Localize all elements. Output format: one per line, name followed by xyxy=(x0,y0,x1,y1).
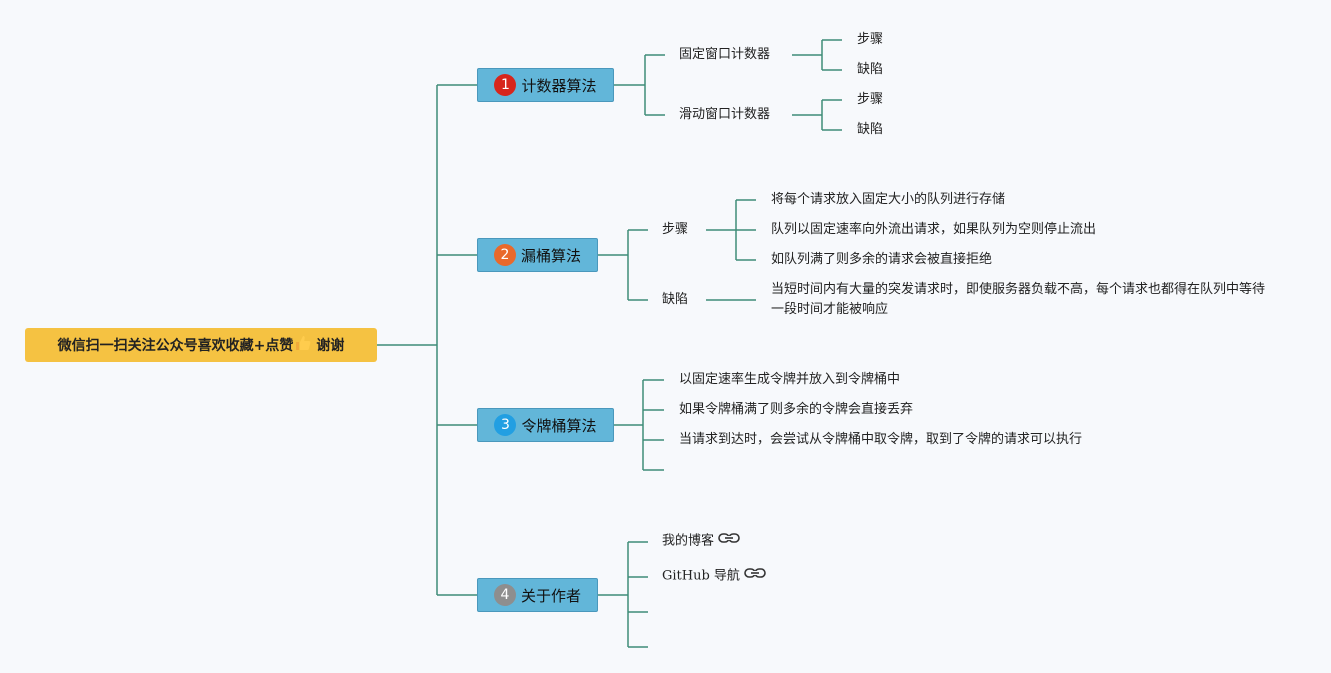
node-leaky-defect-1[interactable]: 当短时间内有大量的突发请求时，即使服务器负载不高，每个请求也都得在队列中等待一段… xyxy=(771,282,1266,317)
node-fixed-window-counter[interactable]: 固定窗口计数器 xyxy=(679,47,771,62)
node-my-blog[interactable]: 我的博客 xyxy=(662,531,740,552)
node-leaky-steps[interactable]: 步骤 xyxy=(662,222,689,237)
node-leaky-step-2[interactable]: 队列以固定速率向外流出请求，如果队列为空则停止流出 xyxy=(771,222,1097,237)
node-fixed-window-defects[interactable]: 缺陷 xyxy=(857,62,884,77)
node-about-author[interactable]: 4 关于作者 xyxy=(477,578,598,612)
node-leaky-step-1[interactable]: 将每个请求放入固定大小的队列进行存储 xyxy=(771,192,1006,207)
node-my-blog-label: 我的博客 xyxy=(662,533,715,549)
node-github-nav-label: GitHub 导航 xyxy=(662,568,740,584)
root-node[interactable]: 微信扫一扫关注公众号喜欢收藏+点赞 谢谢 xyxy=(25,328,377,362)
node-token-bucket[interactable]: 3 令牌桶算法 xyxy=(477,408,614,442)
node-label: 关于作者 xyxy=(520,586,581,605)
node-label: 计数器算法 xyxy=(521,76,597,95)
node-token-item-1[interactable]: 以固定速率生成令牌并放入到令牌桶中 xyxy=(679,372,901,387)
node-sliding-window-counter[interactable]: 滑动窗口计数器 xyxy=(679,107,771,122)
number-badge: 4 xyxy=(493,584,516,606)
node-leaky-step-3[interactable]: 如队列满了则多余的请求会被直接拒绝 xyxy=(771,252,993,267)
number-badge: 3 xyxy=(494,414,517,436)
node-sliding-window-defects[interactable]: 缺陷 xyxy=(857,122,884,137)
number-badge: 2 xyxy=(493,244,516,266)
node-token-item-2[interactable]: 如果令牌桶满了则多余的令牌会直接丢弃 xyxy=(679,402,914,417)
node-leaky-bucket[interactable]: 2 漏桶算法 xyxy=(477,238,598,272)
thumbs-up-icon xyxy=(294,334,312,356)
root-label-after: 谢谢 xyxy=(316,338,345,354)
number-badge: 1 xyxy=(494,74,517,96)
root-label: 微信扫一扫关注公众号喜欢收藏+点赞 xyxy=(57,338,294,354)
node-fixed-window-steps[interactable]: 步骤 xyxy=(857,32,884,47)
node-leaky-defects[interactable]: 缺陷 xyxy=(662,292,689,307)
node-sliding-window-steps[interactable]: 步骤 xyxy=(857,92,884,107)
node-label: 令牌桶算法 xyxy=(521,416,597,435)
node-token-item-3[interactable]: 当请求到达时，会尝试从令牌桶中取令牌，取到了令牌的请求可以执行 xyxy=(679,432,1083,447)
link-icon[interactable] xyxy=(744,566,766,586)
node-label: 漏桶算法 xyxy=(520,246,581,265)
node-github-nav[interactable]: GitHub 导航 xyxy=(662,566,766,587)
node-counter-algorithm[interactable]: 1 计数器算法 xyxy=(477,68,614,102)
link-icon[interactable] xyxy=(718,531,740,551)
